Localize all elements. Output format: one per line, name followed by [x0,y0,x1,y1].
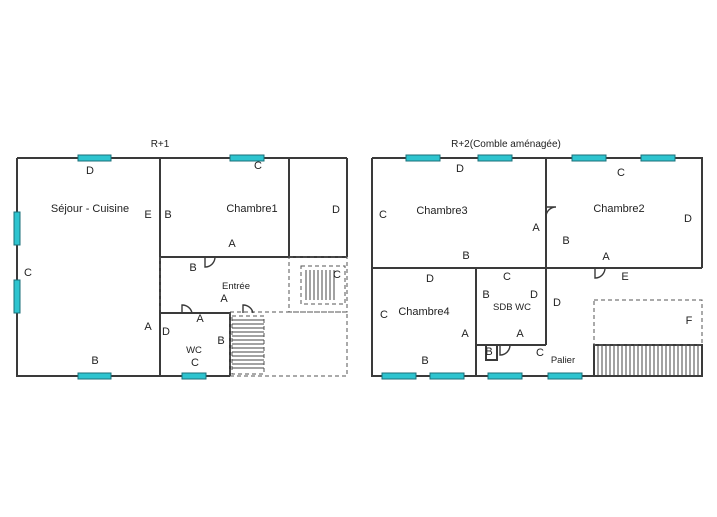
r2-dashed-zone [593,299,703,346]
r1-outer-wall [16,157,290,377]
r2-window-bottom-1 [381,372,417,380]
wall-letter: B [482,289,489,301]
plan-title-r2: R+2(Comble aménagée) [451,139,561,150]
wall-letter: A [602,251,610,263]
wall-letter: C [379,209,387,221]
room-chambre4: Chambre4 [398,306,449,318]
wall-letter: D [553,297,561,309]
room-wc: WC [186,345,202,356]
wall-letter: C [333,269,341,281]
wall-letter: B [462,250,469,262]
r1-window-bottom-sejour [77,372,112,380]
r2-window-bottom-2 [429,372,465,380]
plan-title-r1: R+1 [151,139,170,150]
wall-letter: B [164,209,171,221]
r2-door-sdb [499,344,511,356]
room-chambre1: Chambre1 [226,203,277,215]
wall-letter: A [532,222,540,234]
wall-letter: C [503,271,511,283]
wall-letter: C [24,267,32,279]
r2-stairs [597,346,699,375]
wall-letter: E [621,271,628,283]
r1-window-bottom-wc [181,372,207,380]
r1-door-wc [181,304,193,314]
wall-letter: A [461,328,469,340]
wall-letter: D [456,163,464,175]
r2-window-bottom-3 [487,372,523,380]
wall-letter: C [254,160,262,172]
room-chambre3: Chambre3 [416,205,467,217]
wall-letter: C [380,309,388,321]
r1-window-top-chambre1 [229,154,265,162]
room-palier: Palier [551,355,575,366]
wall-letter: C [191,357,199,369]
wall-letter: C [536,347,544,359]
wall-letter: B [91,355,98,367]
wall-letter: A [228,238,236,250]
wall-letter: D [332,204,340,216]
r1-window-left-1 [13,211,21,246]
wall-letter: B [562,235,569,247]
r2-window-top-3 [571,154,607,162]
wall-letter: D [86,165,94,177]
wall-letter: A [144,321,152,333]
r1-stairs-upper [305,270,335,300]
wall-letter: B [421,355,428,367]
r2-window-top-4 [640,154,676,162]
r2-wall-palier-bottom [593,344,703,377]
wall-letter: C [617,167,625,179]
r2-window-top-2 [477,154,513,162]
r1-dashed-entree [159,257,289,313]
r2-window-top-1 [405,154,441,162]
wall-letter: D [530,289,538,301]
wall-letter: B [217,335,224,347]
wall-letter: E [144,209,151,221]
wall-letter: D [684,213,692,225]
room-sdb-wc: SDB WC [493,302,531,313]
room-sejour-cuisine: Séjour - Cuisine [51,203,129,215]
room-chambre2: Chambre2 [593,203,644,215]
wall-letter: F [686,315,693,327]
room-entree: Entrée [222,281,250,292]
r2-window-bottom-4 [547,372,583,380]
r1-window-top-sejour [77,154,112,162]
wall-letter: A [220,293,228,305]
plan-r1: R+1 [13,139,348,380]
wall-letter: D [162,326,170,338]
r2-door-chambre3 [545,206,557,218]
r1-stair-box [300,265,346,305]
r1-door-stairs [242,304,254,314]
r2-door-chambre2 [594,267,606,279]
plan-r2: R+2(Comble aménagée) [371,139,703,380]
wall-letter: B [189,262,196,274]
r1-window-left-2 [13,279,21,314]
wall-letter: D [426,273,434,285]
wall-letter: A [516,328,524,340]
r1-stairs-lower [231,315,265,375]
r2-cupboard [485,345,498,361]
wall-letter: B [485,346,492,358]
r1-door-chambre1 [204,256,216,268]
wall-letter: A [196,313,204,325]
